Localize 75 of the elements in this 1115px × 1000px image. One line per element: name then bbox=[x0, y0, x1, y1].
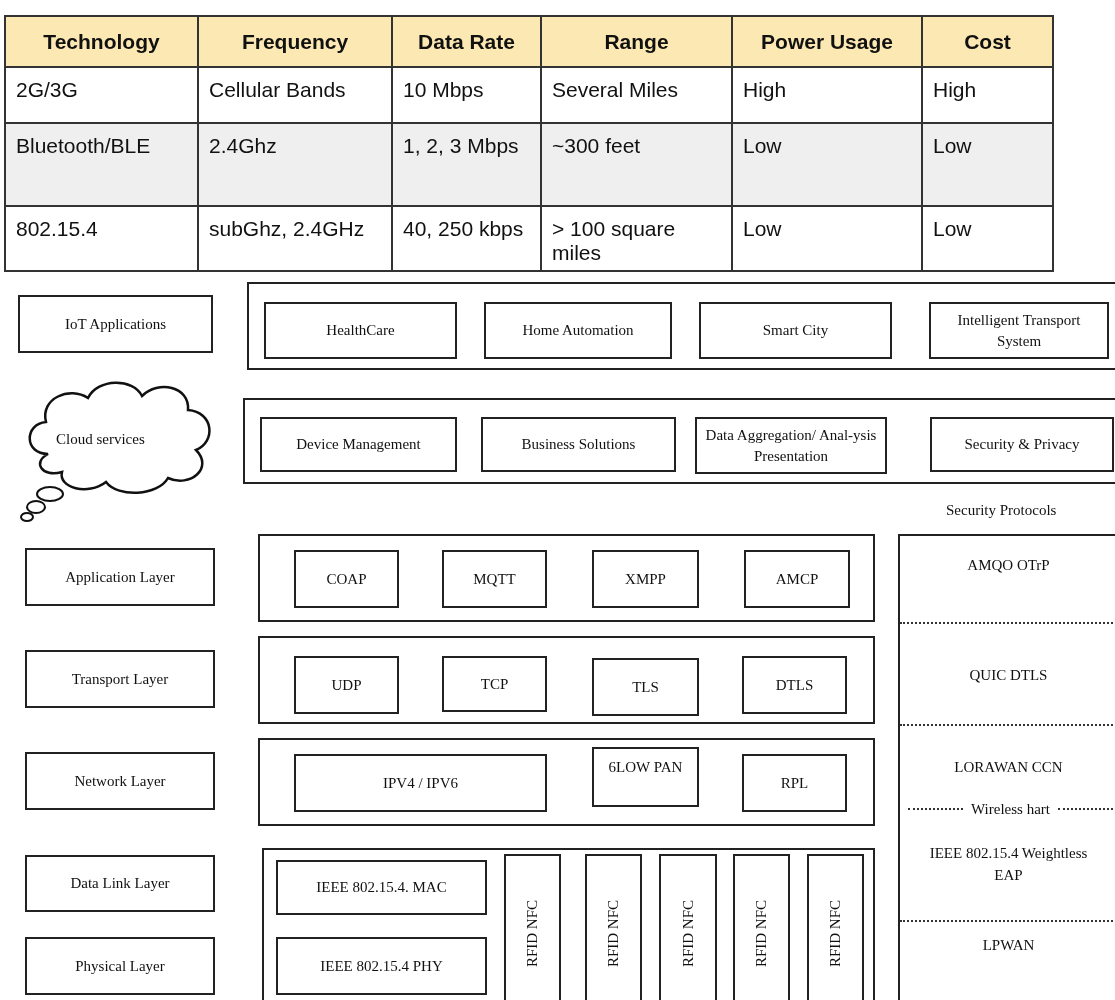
protocol-box: RPL bbox=[742, 754, 847, 812]
protocol-label: RFID NFC bbox=[752, 900, 771, 968]
table-header-cell: Cost bbox=[922, 16, 1053, 67]
protocol-box: DTLS bbox=[742, 656, 847, 714]
layer-box: IoT Applications bbox=[18, 295, 213, 353]
table-cell: > 100 square miles bbox=[541, 206, 732, 271]
protocol-label: RFID NFC bbox=[826, 900, 845, 968]
layer-band bbox=[247, 282, 1115, 370]
table-header-cell: Range bbox=[541, 16, 732, 67]
table-cell: 802.15.4 bbox=[5, 206, 198, 271]
protocol-box: 6LOW PAN bbox=[592, 747, 699, 807]
table-cell: Several Miles bbox=[541, 67, 732, 123]
table-cell: Low bbox=[922, 123, 1053, 206]
application-box: HealthCare bbox=[264, 302, 457, 359]
layer-box: Data Link Layer bbox=[25, 855, 215, 912]
service-box: Device Management bbox=[260, 417, 457, 472]
layer-box: Application Layer bbox=[25, 548, 215, 606]
table-header-cell: Power Usage bbox=[732, 16, 922, 67]
protocol-label: RFID NFC bbox=[523, 900, 542, 968]
layer-band bbox=[243, 398, 1115, 484]
protocol-label: IEEE 802.15.4 Weightless EAP bbox=[928, 844, 1089, 885]
table-cell: 10 Mbps bbox=[392, 67, 541, 123]
table-cell: Cellular Bands bbox=[198, 67, 392, 123]
protocol-box bbox=[659, 854, 717, 1000]
application-box: Home Automation bbox=[484, 302, 672, 359]
table-cell: Low bbox=[732, 123, 922, 206]
table-header-cell: Frequency bbox=[198, 16, 392, 67]
table-cell: Low bbox=[732, 206, 922, 271]
protocol-box: IEEE 802.15.4. MAC bbox=[276, 860, 487, 915]
protocol-box: MQTT bbox=[442, 550, 547, 608]
table-cell: ~300 feet bbox=[541, 123, 732, 206]
service-box: Security & Privacy bbox=[930, 417, 1114, 472]
table-cell: High bbox=[732, 67, 922, 123]
application-box: Smart City bbox=[699, 302, 892, 359]
layer-band bbox=[258, 738, 875, 826]
service-box: Business Solutions bbox=[481, 417, 676, 472]
application-box: Intelligent Transport System bbox=[929, 302, 1109, 359]
layer-box: Transport Layer bbox=[25, 650, 215, 708]
protocol-label: LPWAN bbox=[981, 936, 1036, 955]
cloud-label: Cloud services bbox=[56, 430, 145, 449]
protocol-label: RFID NFC bbox=[604, 900, 623, 968]
protocol-box: TCP bbox=[442, 656, 547, 712]
service-box: Data Aggregation/ Anal-ysis Presentation bbox=[695, 417, 887, 474]
table-header-cell: Technology bbox=[5, 16, 198, 67]
table-cell: Low bbox=[922, 206, 1053, 271]
protocol-box: XMPP bbox=[592, 550, 699, 608]
table-cell: High bbox=[922, 67, 1053, 123]
protocol-label: QUIC DTLS bbox=[968, 666, 1049, 685]
protocol-box bbox=[807, 854, 864, 1000]
protocol-label: AMQO OTrP bbox=[966, 556, 1051, 575]
protocol-box bbox=[585, 854, 642, 1000]
protocol-box: IPV4 / IPV6 bbox=[294, 754, 547, 812]
protocol-label: Wireless hart bbox=[971, 800, 1050, 819]
protocol-box bbox=[504, 854, 561, 1000]
table-cell: subGhz, 2.4GHz bbox=[198, 206, 392, 271]
panel-heading: Security Protocols bbox=[946, 501, 1057, 520]
protocol-box: UDP bbox=[294, 656, 399, 714]
table-cell: 2.4Ghz bbox=[198, 123, 392, 206]
table-cell: 1, 2, 3 Mbps bbox=[392, 123, 541, 206]
layer-band bbox=[258, 636, 875, 724]
protocol-label: LORAWAN CCN bbox=[953, 758, 1064, 777]
layer-band bbox=[258, 534, 875, 622]
table-cell: 40, 250 kbps bbox=[392, 206, 541, 271]
layer-band bbox=[262, 848, 875, 1000]
protocol-box bbox=[733, 854, 790, 1000]
layer-box: Physical Layer bbox=[25, 937, 215, 995]
table-cell: Bluetooth/BLE bbox=[5, 123, 198, 206]
protocol-box: IEEE 802.15.4 PHY bbox=[276, 937, 487, 995]
protocol-label: RFID NFC bbox=[678, 900, 697, 968]
protocol-box: TLS bbox=[592, 658, 699, 716]
layer-box: Network Layer bbox=[25, 752, 215, 810]
table-cell: 2G/3G bbox=[5, 67, 198, 123]
protocol-box: AMCP bbox=[744, 550, 850, 608]
table-header-cell: Data Rate bbox=[392, 16, 541, 67]
protocol-box: COAP bbox=[294, 550, 399, 608]
